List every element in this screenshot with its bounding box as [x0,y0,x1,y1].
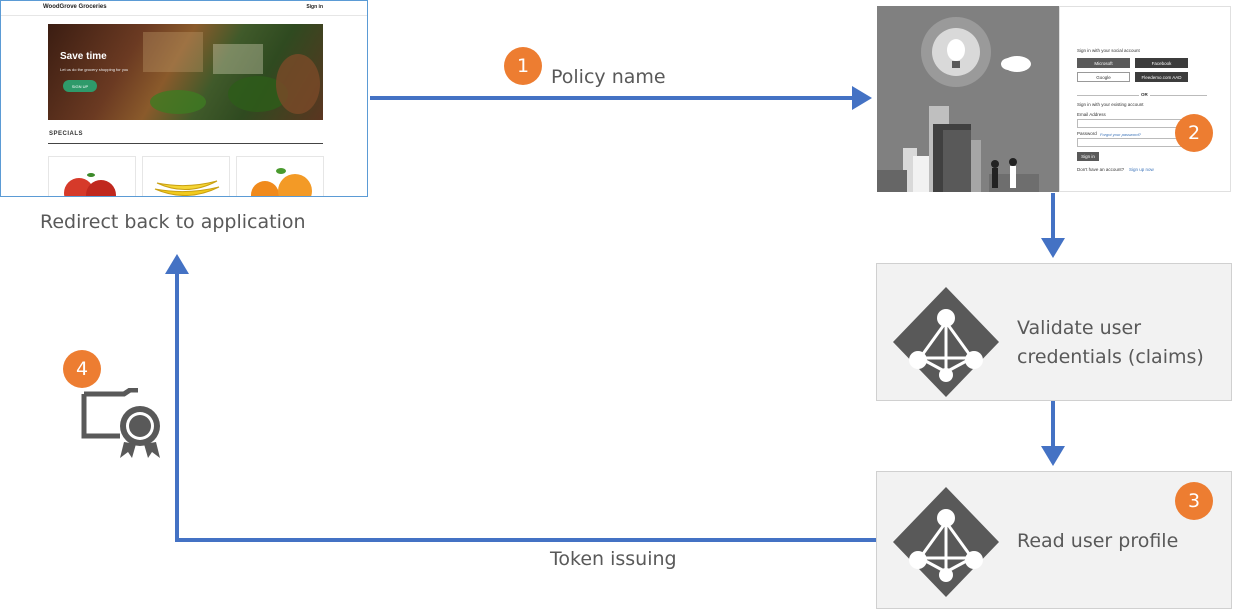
or-label: OR [1139,92,1150,97]
product-card-apples[interactable] [48,156,136,196]
email-label: Email Address [1077,112,1106,117]
step-badge-1: 1 [504,47,542,85]
google-button[interactable]: Google [1077,72,1130,82]
hero-photo-texture [143,32,320,114]
apples-image [64,173,116,196]
city-lightbulb-illustration [877,6,1059,192]
password-label: Password [1077,131,1097,136]
app-hero-subtitle: Let us do the grocery shopping for you [60,67,129,72]
signin-form [1059,6,1231,192]
signup-link[interactable]: Sign up now [1129,167,1154,172]
app-specials-rule [48,143,323,144]
oranges-image [251,168,312,196]
step-badge-3: 3 [1175,482,1213,520]
microsoft-button[interactable]: Microsoft [1077,58,1130,68]
product-card-oranges[interactable] [236,156,324,196]
policy-name-label: Policy name [551,66,666,88]
identity-diamond-icon [893,487,999,597]
token-issuing-label: Token issuing [550,548,677,570]
app-brand: WoodGrove Groceries [43,4,107,10]
app-hero-banner [48,24,323,120]
redirect-label: Redirect back to application [40,211,306,233]
existing-heading: Sign in with your existing account [1077,102,1144,107]
validate-line-2: credentials (claims) [1017,346,1204,368]
product-card-bananas[interactable] [142,156,230,196]
social-heading: Sign in with your social account [1077,48,1140,53]
signin-page-screenshot: Sign in with your social account Microso… [877,6,1231,192]
app-specials-heading: SPECIALS [49,131,84,137]
forgot-password-link[interactable]: Forgot your password? [1100,132,1141,137]
app-signup-button[interactable]: SIGN UP [63,80,97,92]
signin-illustration [877,6,1059,192]
bananas-image [154,180,220,196]
signin-submit-button[interactable]: Sign in [1077,152,1099,161]
step-badge-4: 4 [63,350,101,388]
application-screenshot: WoodGrove Groceries Sign in Save time Le… [0,0,368,197]
app-sign-in-link[interactable]: Sign in [306,4,323,10]
validate-line-1: Validate user [1017,317,1142,339]
app-topbar [1,1,367,16]
aad-button[interactable]: Fleedemo.com AAD [1135,72,1188,82]
token-issuing-line [165,254,877,542]
read-profile-label: Read user profile [1017,530,1179,552]
certificate-icon [81,388,160,458]
step-badge-2: 2 [1175,114,1213,152]
identity-diamond-icon [893,287,999,397]
no-account-text: Don't have an account? [1077,167,1125,172]
validate-credentials-box: Validate user credentials (claims) [876,263,1232,401]
facebook-button[interactable]: Facebook [1135,58,1188,68]
app-hero-title: Save time [60,51,107,62]
